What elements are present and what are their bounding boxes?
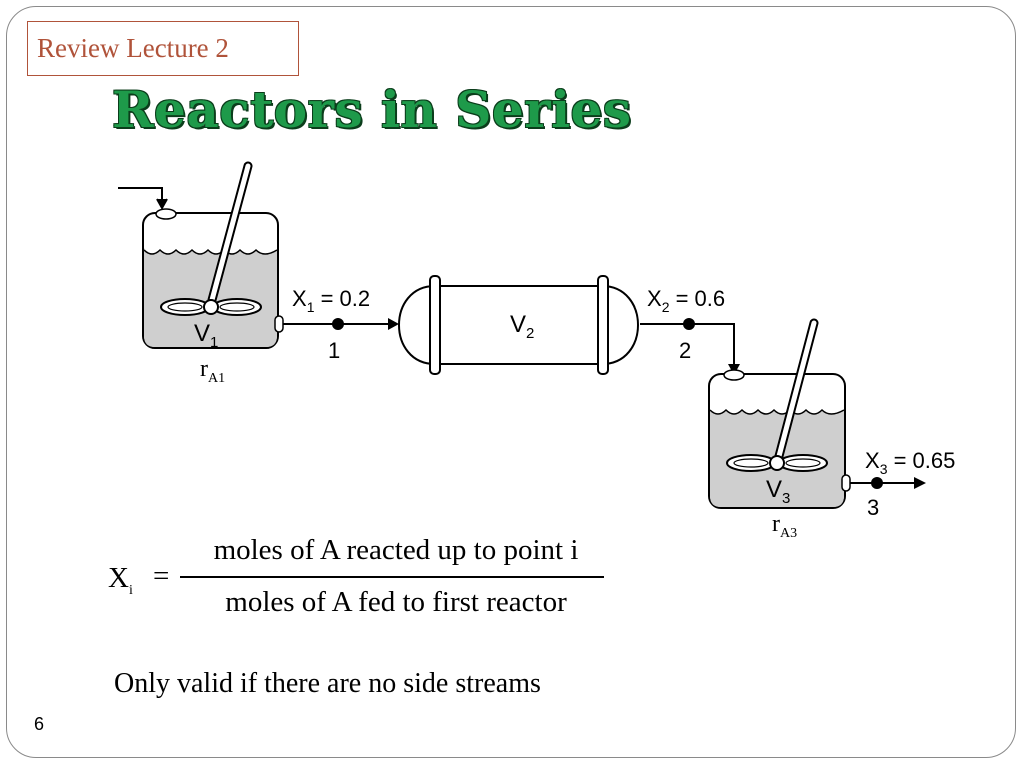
feed-line <box>118 187 168 211</box>
equation-lhs-main: X <box>108 562 129 594</box>
section-tag: Review Lecture 2 <box>27 21 299 76</box>
reactor1-volume-label: V <box>194 320 210 347</box>
point2-sub: 2 <box>662 299 670 315</box>
fraction-bar <box>180 576 604 578</box>
stream-1: X1 = 0.2 1 <box>283 286 399 363</box>
equation-lhs: Xi <box>108 562 133 599</box>
validity-note: Only valid if there are no side streams <box>114 668 541 699</box>
reactor2-volume-label: V <box>510 311 526 338</box>
slide-title: Reactors in Series <box>112 80 632 139</box>
stream-3: X3 = 0.65 3 <box>850 448 955 520</box>
svg-text:V3: V3 <box>766 476 790 507</box>
point3-label: X <box>865 448 880 473</box>
cstr-reactor-3: V3 rA3 <box>708 318 851 541</box>
slide-frame <box>6 6 1016 758</box>
svg-text:V1: V1 <box>194 320 218 351</box>
reactor1-volume-sub: 1 <box>210 334 218 351</box>
pfr-reactor-2: V2 <box>398 275 639 375</box>
equation-equals: = <box>153 560 170 592</box>
point1-number: 1 <box>328 338 340 363</box>
point3-value: = 0.65 <box>887 448 955 473</box>
equation-lhs-sub: i <box>128 582 133 598</box>
reactors-diagram: V1 rA1 X1 = 0.2 1 V2 X2 = 0.6 2 <box>118 161 955 541</box>
reactor1-rate-label: r <box>200 356 208 382</box>
point2-number: 2 <box>679 338 691 363</box>
point1-value: = 0.2 <box>314 286 370 311</box>
reactor3-volume-label: V <box>766 476 782 503</box>
svg-text:X2 = 0.6: X2 = 0.6 <box>647 286 725 315</box>
reactor3-volume-sub: 3 <box>782 490 790 507</box>
equation-denominator: moles of A fed to first reactor <box>225 586 567 618</box>
stream-2: X2 = 0.6 2 <box>640 286 740 375</box>
point3-sub: 3 <box>880 461 888 477</box>
reactor1-rate-sub: A1 <box>208 371 225 386</box>
page-number: 6 <box>34 714 45 734</box>
point3-number: 3 <box>867 495 879 520</box>
svg-text:V2: V2 <box>510 311 534 342</box>
reactor3-rate-label: r <box>772 511 780 537</box>
point2-value: = 0.6 <box>669 286 725 311</box>
reactor3-rate-sub: A3 <box>780 526 797 541</box>
svg-text:X3 = 0.65: X3 = 0.65 <box>865 448 955 477</box>
point1-label: X <box>292 286 307 311</box>
reactor2-volume-sub: 2 <box>526 325 534 342</box>
svg-text:X1 = 0.2: X1 = 0.2 <box>292 286 370 315</box>
point2-label: X <box>647 286 662 311</box>
svg-text:rA1: rA1 <box>200 356 225 386</box>
svg-text:rA3: rA3 <box>772 511 797 541</box>
equation-numerator: moles of A reacted up to point i <box>213 534 579 566</box>
conversion-equation: Xi = moles of A reacted up to point i mo… <box>108 534 628 628</box>
cstr-reactor-1: V1 rA1 <box>142 161 284 386</box>
point1-sub: 1 <box>307 299 315 315</box>
